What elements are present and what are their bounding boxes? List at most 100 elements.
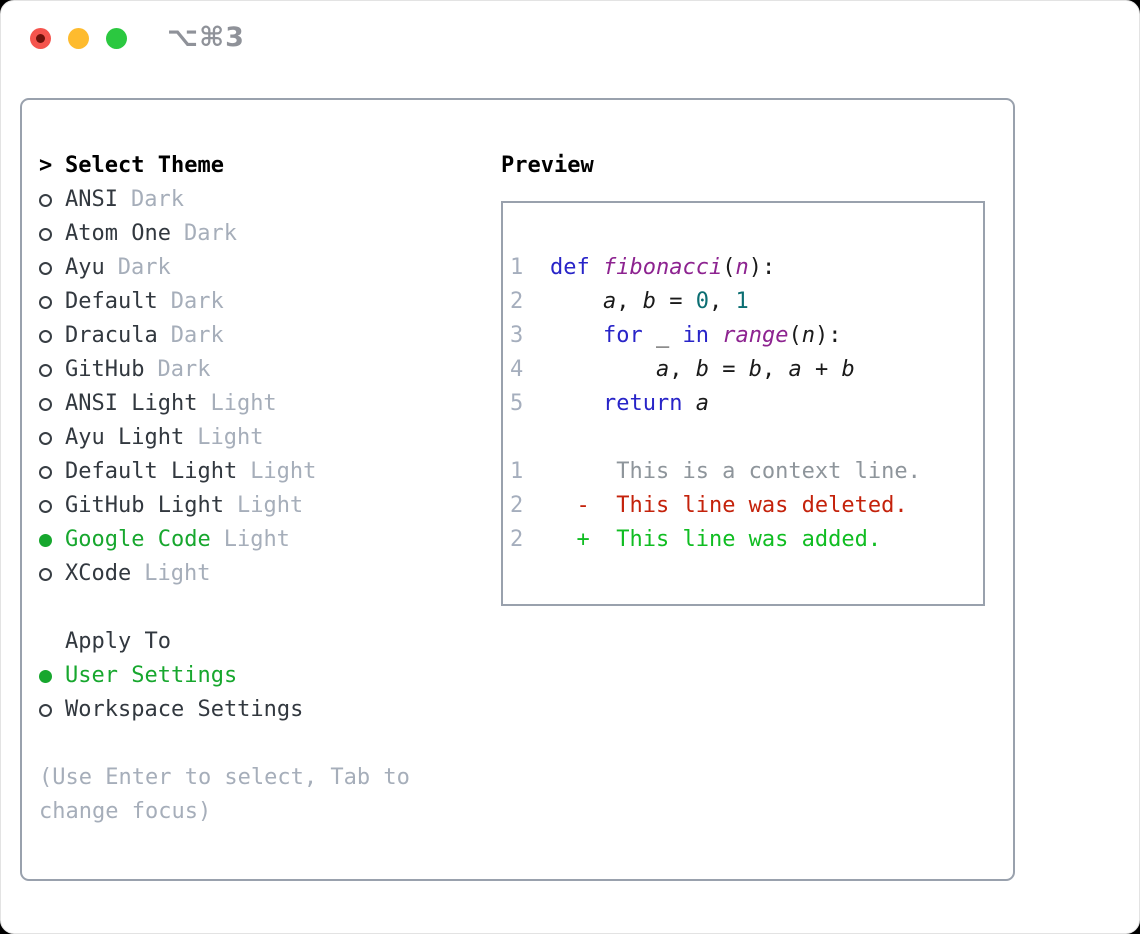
window-title: ⌥⌘3	[167, 22, 245, 53]
theme-variant: Dark	[183, 221, 237, 246]
code-segment: a	[695, 391, 709, 416]
code-segment	[550, 493, 577, 518]
code-segment: ):	[748, 255, 776, 280]
minimize-button[interactable]	[68, 28, 89, 49]
code-line: 2 - This line was deleted.	[510, 489, 983, 523]
preview-title: Preview	[501, 153, 594, 178]
code-segment	[709, 323, 722, 348]
code-segment: - This line was deleted.	[576, 493, 908, 518]
radio-icon	[39, 567, 65, 581]
radio-selected-icon	[39, 669, 65, 683]
code-segment: =	[655, 289, 696, 314]
code-segment: ,	[669, 357, 696, 382]
theme-option-github-light[interactable]: GitHub Light Light	[39, 489, 436, 523]
code-segment: This is a context line.	[550, 459, 921, 484]
theme-variant: Light	[236, 493, 304, 518]
code-segment: ,	[708, 289, 736, 314]
code-segment: b	[695, 357, 709, 382]
radio-icon	[39, 363, 65, 377]
theme-variant: Dark	[130, 187, 184, 212]
theme-variant: Dark	[157, 357, 211, 382]
close-button[interactable]	[30, 28, 51, 49]
code-line: 1 This is a context line.	[510, 455, 983, 489]
radio-icon	[39, 703, 65, 717]
spacer	[39, 727, 436, 761]
theme-name: Default	[65, 289, 158, 314]
theme-name: XCode	[65, 561, 132, 586]
code-segment: b	[841, 357, 855, 382]
theme-variant: Light	[144, 561, 211, 586]
apply-option-user-settings[interactable]: User Settings	[39, 659, 436, 693]
zoom-button[interactable]	[106, 28, 127, 49]
code-segment	[682, 391, 695, 416]
unsaved-dot-icon	[36, 34, 45, 43]
theme-variant: Dark	[117, 255, 171, 280]
help-text: (Use Enter to select, Tab to change focu…	[39, 765, 410, 824]
code-segment: (	[788, 323, 802, 348]
code-segment: ):	[814, 323, 842, 348]
theme-variant: Light	[210, 391, 277, 416]
code-segment	[550, 357, 656, 382]
code-line: 4 a, b = b, a + b	[510, 353, 983, 387]
radio-icon	[39, 499, 65, 513]
code-segment	[550, 391, 603, 416]
theme-option-default-light[interactable]: Default Light Light	[39, 455, 436, 489]
radio-icon	[39, 295, 65, 309]
code-segment: for	[602, 323, 643, 348]
apply-to-title: Apply To	[65, 629, 171, 654]
code-segment: a	[788, 357, 802, 382]
line-number: 1	[510, 255, 524, 280]
line-number: 1	[510, 459, 524, 484]
code-segment: b	[642, 289, 656, 314]
theme-variant: Light	[250, 459, 317, 484]
code-segment: n	[735, 255, 749, 280]
radio-icon	[39, 261, 65, 275]
code-segment: in	[682, 323, 709, 348]
line-number: 2	[510, 289, 524, 314]
code-segment: + This line was added.	[576, 527, 882, 552]
code-segment	[590, 255, 603, 280]
theme-option-github[interactable]: GitHub Dark	[39, 353, 436, 387]
radio-icon	[39, 397, 65, 411]
code-line: 5 return a	[510, 387, 983, 421]
theme-option-ayu-light[interactable]: Ayu Light Light	[39, 421, 436, 455]
radio-icon	[39, 227, 65, 241]
apply-option-label: Workspace Settings	[65, 697, 304, 722]
code-segment: 1	[735, 289, 749, 314]
theme-name: Ayu Light	[65, 425, 185, 450]
theme-option-xcode[interactable]: XCode Light	[39, 557, 436, 591]
radio-icon	[39, 193, 65, 207]
radio-icon	[39, 329, 65, 343]
apply-option-workspace-settings[interactable]: Workspace Settings	[39, 693, 436, 727]
line-number: 5	[510, 391, 524, 416]
line-number: 2	[510, 493, 524, 518]
radio-icon	[39, 431, 65, 445]
radio-icon	[39, 465, 65, 479]
code-segment: range	[722, 323, 789, 348]
theme-name: GitHub	[65, 357, 145, 382]
code-segment: fibonacci	[603, 255, 723, 280]
theme-list-title: Select Theme	[65, 153, 224, 178]
theme-variant: Light	[197, 425, 264, 450]
theme-name: GitHub Light	[65, 493, 224, 518]
line-number: 2	[510, 527, 524, 552]
code-segment: return	[602, 391, 683, 416]
code-segment: a	[655, 357, 670, 382]
code-segment: =	[708, 357, 749, 382]
code-segment: ,	[761, 357, 789, 382]
theme-name: Default Light	[65, 459, 238, 484]
theme-list-header: > Select Theme	[39, 149, 436, 183]
